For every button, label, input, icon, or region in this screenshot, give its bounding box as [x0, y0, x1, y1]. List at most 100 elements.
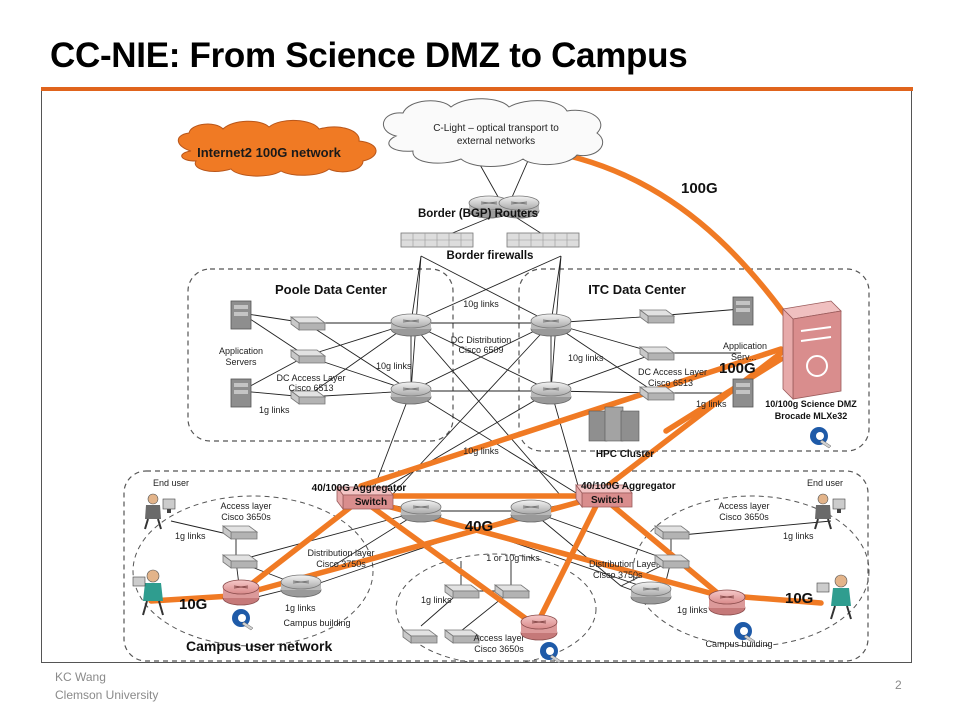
campus-router-left-icon [222, 579, 260, 606]
core-router-icon-1 [400, 499, 442, 523]
internet2-label: Internet2 100G network [197, 145, 342, 160]
1g-links-campus-2: 1g links [783, 531, 814, 541]
10g-links-itc-label: 10g links [568, 353, 604, 363]
access-right-label: Access layer [718, 501, 769, 511]
campus-building-left-label: Campus building [283, 618, 350, 628]
dc-access-left-label: DC Access Layer [276, 373, 345, 383]
footer-name: KC Wang [55, 670, 106, 684]
aggregator-left-label: 40/100G Aggregator [312, 483, 407, 494]
1g-links-campus-4: 1g links [421, 595, 452, 605]
poole-zone [187, 268, 454, 442]
title-rule [41, 87, 913, 91]
switch-icon-campus-mid-2 [494, 584, 530, 599]
1g-links-poole-label: 1g links [259, 405, 290, 415]
app-servers-left-label-2: Servers [225, 357, 257, 367]
dc-access-right-label: DC Access Layer [638, 367, 707, 377]
switch-icon-campus-bottom-1 [402, 629, 438, 644]
link-40g: 40G [465, 518, 493, 535]
campus-user-network-label: Campus user network [186, 638, 332, 654]
1g-links-campus-1: 1g links [175, 531, 206, 541]
campus-building-mid-zone [395, 553, 597, 663]
end-user-left-label: End user [153, 478, 189, 488]
campus-router-right-icon [708, 589, 746, 616]
10g-links-top-label: 10g links [463, 299, 499, 309]
end-user-right-icon [814, 493, 846, 530]
campus-building-right-label: Campus building [705, 639, 772, 649]
access-switch-right-icon [654, 525, 690, 540]
switch-icon-poole-2 [290, 349, 326, 364]
dc-distribution-label: DC Distribution [451, 335, 512, 345]
core-router-icon-2 [510, 499, 552, 523]
campus-router-mid-icon [520, 614, 558, 641]
dc-router-icon-2 [390, 381, 432, 405]
link-10g-right: 10G [785, 590, 813, 607]
clight-label-2: external networks [457, 136, 535, 147]
1g-links-itc-label: 1g links [696, 399, 727, 409]
dist-right-label-2: Cisco 3750s [593, 570, 643, 580]
switch-icon-itc-3 [639, 386, 675, 401]
app-servers-right-label: Application [723, 341, 767, 351]
qos-icon-dmz [809, 426, 832, 449]
switch-icon-itc-1 [639, 309, 675, 324]
diagram-frame [41, 91, 912, 663]
dist-router-right-icon [630, 581, 672, 605]
itc-dc-label: ITC Data Center [588, 282, 686, 297]
server-icon-poole-2 [230, 378, 252, 408]
server-icon-poole-1 [230, 300, 252, 330]
app-servers-right-label-2: Serv... [731, 352, 756, 362]
border-routers-label: Border (BGP) Routers [418, 208, 538, 220]
end-user-left-icon [144, 493, 176, 530]
server-icon-itc-1 [732, 296, 754, 326]
access-mid-label-2: Cisco 3650s [474, 644, 524, 654]
switch-icon-itc-2 [639, 346, 675, 361]
internet2-cloud [177, 120, 377, 177]
access-mid-label: Access layer [473, 633, 524, 643]
footer-org: Clemson University [55, 688, 159, 702]
1g-links-campus-3: 1g links [285, 603, 316, 613]
science-dmz-label-2: Brocade MLXe32 [775, 411, 848, 421]
aggregator-right-label: 40/100G Aggregator [581, 481, 676, 492]
slide-title: CC-NIE: From Science DMZ to Campus [50, 36, 688, 75]
aggregator-left-label-2: Switch [355, 497, 387, 508]
dc-router-icon-4 [530, 381, 572, 405]
border-firewalls-label: Border firewalls [447, 250, 534, 262]
firewall-icon-right [506, 232, 580, 248]
end-user-right-10g-icon [816, 574, 852, 620]
end-user-right-label: End user [807, 478, 843, 488]
hpc-cluster-label: HPC Cluster [596, 449, 654, 460]
access-left-label-2: Cisco 3650s [221, 512, 271, 522]
network-diagram: C-Light – optical transport to external … [123, 98, 870, 663]
footer-author: KC Wang Clemson University [55, 668, 158, 704]
10g-links-bottom-label: 10g links [463, 446, 499, 456]
switch-icon-campus-left [222, 554, 258, 569]
firewall-icon-left [400, 232, 474, 248]
end-user-left-10g-icon [132, 569, 164, 616]
dc-access-right-label-2: Cisco 6513 [648, 378, 693, 388]
dist-left-label-2: Cisco 3750s [316, 559, 366, 569]
dist-router-left-icon [280, 574, 322, 598]
poole-dc-label: Poole Data Center [275, 282, 387, 297]
page-number: 2 [895, 678, 902, 692]
1g-links-campus-5: 1g links [677, 605, 708, 615]
server-icon-itc-2 [732, 378, 754, 408]
science-dmz-switch-icon [782, 300, 842, 400]
switch-icon-campus-right [654, 554, 690, 569]
dist-right-label: Distribution Layer [589, 559, 659, 569]
dist-left-label: Distribution layer [307, 548, 374, 558]
clight-label: C-Light – optical transport to [433, 123, 559, 134]
clight-cloud [383, 98, 604, 167]
10g-links-poole-label: 10g links [376, 361, 412, 371]
dc-router-icon-1 [390, 313, 432, 337]
qos-icon-mid [539, 641, 562, 663]
aggregator-switch-left-icon [336, 485, 394, 511]
access-left-label: Access layer [220, 501, 271, 511]
aggregator-switch-right-icon [575, 483, 633, 509]
link-100g-top: 100G [681, 180, 718, 197]
access-switch-left-icon [222, 525, 258, 540]
dc-router-icon-3 [530, 313, 572, 337]
dc-access-left-label-2: Cisco 6513 [288, 383, 333, 393]
campus-building-left-zone [132, 495, 374, 647]
aggregator-right-label-2: Switch [591, 495, 623, 506]
access-right-label-2: Cisco 3650s [719, 512, 769, 522]
link-10g-left: 10G [179, 596, 207, 613]
